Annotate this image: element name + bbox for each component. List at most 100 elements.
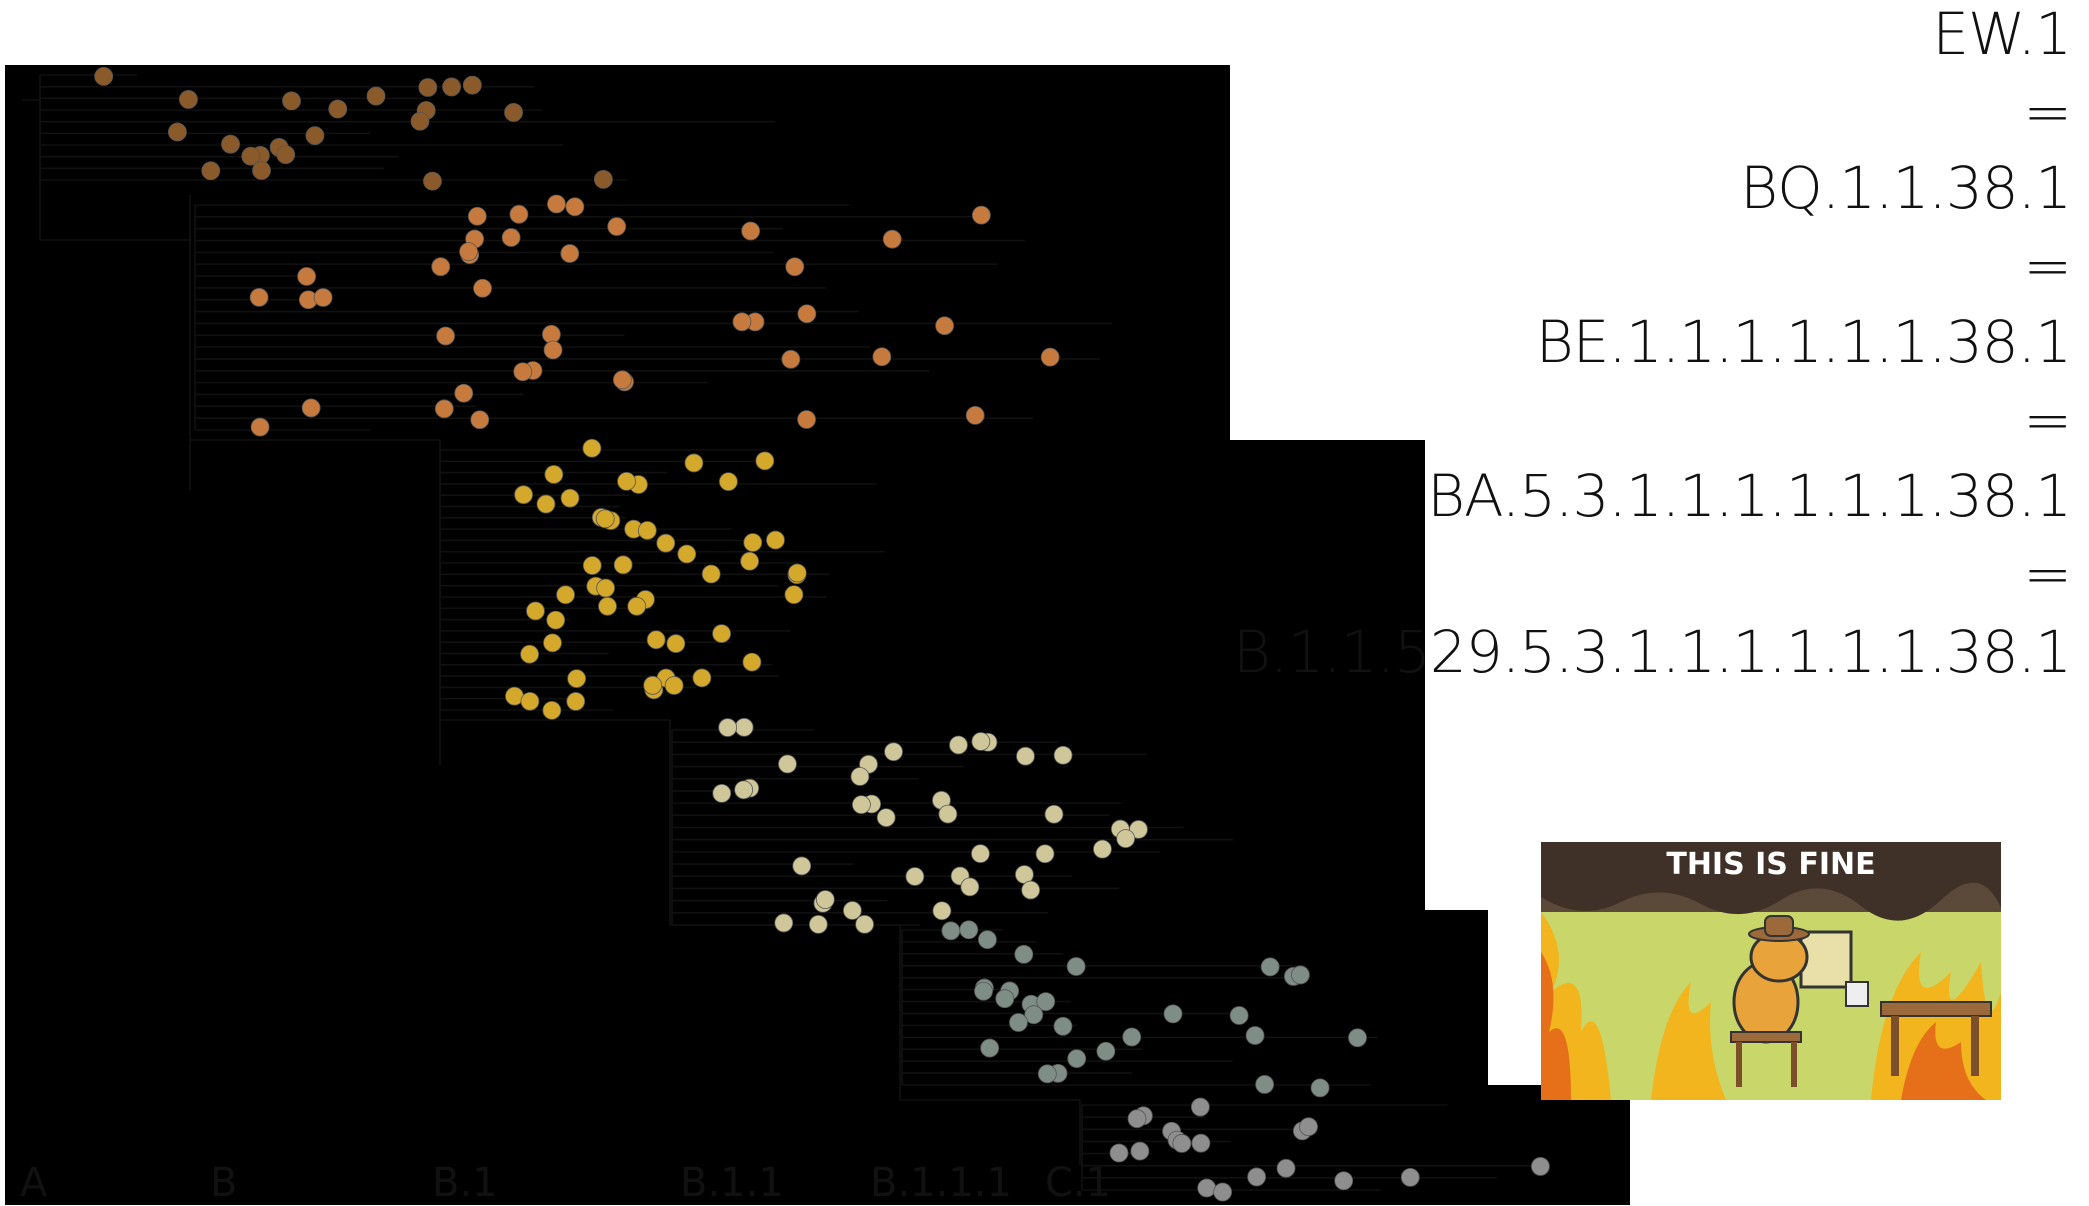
tip-node <box>643 675 663 695</box>
tip-node <box>1334 1171 1354 1191</box>
tip-node <box>971 732 991 751</box>
alias-line: B.1.1.529.5.3.1.1.1.1.1.1.38.1 <box>1232 618 2072 686</box>
tip-node <box>949 735 968 755</box>
tip-node <box>1066 957 1086 976</box>
tip-node <box>1531 1157 1550 1176</box>
tip-node <box>932 901 952 921</box>
tip-node <box>328 99 348 119</box>
tip-node <box>509 204 529 224</box>
tip-node <box>684 453 704 473</box>
tip-node <box>792 856 812 876</box>
tip-node <box>1130 1141 1150 1161</box>
tip-node <box>520 691 540 711</box>
tip-node <box>778 754 797 774</box>
tip-node <box>734 717 754 737</box>
tip-node <box>959 920 979 940</box>
tip-node <box>872 347 892 367</box>
tip-node <box>221 134 240 154</box>
tip-node <box>627 596 647 616</box>
alias-line: BE.1.1.1.1.1.1.38.1 <box>1535 308 2072 376</box>
tip-node <box>971 844 990 864</box>
tip-node <box>536 494 556 514</box>
tip-node <box>252 161 271 180</box>
tip-node <box>249 287 269 307</box>
tip-node <box>301 398 321 418</box>
tip-node <box>1191 1133 1211 1153</box>
tip-node <box>366 86 386 106</box>
tip-node <box>808 914 828 934</box>
tip-node <box>617 471 636 491</box>
tip-node <box>743 533 763 552</box>
tip-node <box>701 564 721 584</box>
tip-node <box>567 669 587 689</box>
tip-node <box>774 913 794 933</box>
tip-node <box>1035 844 1055 864</box>
tip-node <box>784 585 804 605</box>
tip-node <box>431 257 451 277</box>
tip-node <box>1172 1134 1192 1153</box>
tip-node <box>418 78 438 97</box>
tip-node <box>718 718 738 737</box>
tip-node <box>560 244 580 263</box>
tip-node <box>250 417 270 437</box>
tip-node <box>1163 1004 1183 1024</box>
tip-node <box>876 808 896 828</box>
tip-node <box>1044 804 1064 824</box>
tip-node <box>1040 347 1060 367</box>
tip-node <box>607 217 627 236</box>
tip-node <box>1067 1049 1087 1068</box>
tip-node <box>905 867 925 886</box>
tip-node <box>541 324 561 344</box>
tip-node <box>543 340 563 360</box>
tip-node <box>815 890 835 909</box>
tip-node <box>410 111 430 131</box>
tip-node <box>974 981 993 1001</box>
clade-label-b111: B.1.1.1 <box>870 1160 1012 1206</box>
tip-node <box>544 465 564 484</box>
tip-node <box>1229 1006 1249 1025</box>
tip-node <box>1036 992 1056 1012</box>
tip-node <box>712 783 732 803</box>
tip-node <box>504 103 523 122</box>
tip-node <box>1276 1158 1296 1178</box>
tip-node <box>656 533 676 553</box>
tip-node <box>297 267 317 286</box>
tip-node <box>462 75 482 95</box>
this-is-fine-meme: THIS IS FINE <box>1541 842 2001 1100</box>
tip-node <box>1400 1167 1420 1187</box>
tip-node <box>1109 1143 1129 1163</box>
tip-node <box>637 521 657 540</box>
tip-node <box>646 630 666 650</box>
tip-node <box>692 668 712 688</box>
clade-label-a: A <box>20 1160 48 1206</box>
tip-node <box>1348 1028 1367 1048</box>
tip-node <box>1310 1078 1330 1098</box>
tip-node <box>734 780 754 800</box>
tree-nodes <box>94 66 1550 1202</box>
tip-node <box>612 370 632 390</box>
tip-node <box>960 877 980 897</box>
tip-node <box>473 278 492 298</box>
tip-node <box>1213 1182 1233 1202</box>
tip-node <box>542 700 562 720</box>
tip-node <box>442 77 461 97</box>
tip-node <box>664 676 684 695</box>
tip-node <box>1260 957 1280 977</box>
tip-node <box>718 472 738 492</box>
tip-node <box>598 596 617 616</box>
tip-node <box>740 551 760 571</box>
tip-node <box>980 1038 1000 1058</box>
tip-node <box>276 145 296 165</box>
flame-right <box>1871 952 2001 1100</box>
tip-node <box>1247 1167 1267 1187</box>
tip-node <box>423 171 442 191</box>
tip-node <box>755 451 775 471</box>
tip-node <box>514 485 533 505</box>
equals-sign: = <box>2023 386 2072 454</box>
tip-node <box>1291 965 1310 985</box>
tip-node <box>513 362 533 382</box>
tip-node <box>596 578 616 598</box>
tip-node <box>305 126 325 146</box>
tip-node <box>241 146 261 166</box>
